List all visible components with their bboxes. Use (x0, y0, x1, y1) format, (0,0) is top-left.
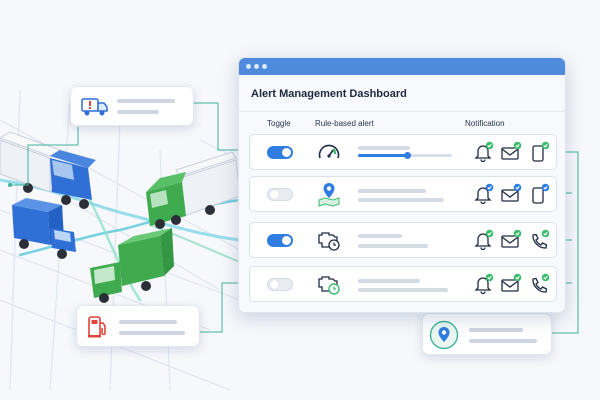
mail-icon[interactable] (500, 229, 522, 251)
placeholder-line (358, 146, 410, 150)
blue-semi-truck (0, 131, 96, 209)
alert-rule-row (249, 222, 557, 258)
smartphone-icon[interactable] (528, 141, 550, 163)
bell-icon[interactable] (472, 183, 494, 205)
alert-toggle[interactable] (267, 188, 293, 201)
slider-handle[interactable] (404, 152, 411, 159)
map-pin-icon (318, 183, 340, 207)
placeholder-line (119, 320, 177, 324)
placeholder-line (358, 234, 402, 238)
fuel-pump-icon (88, 316, 106, 338)
window-control-dot[interactable] (254, 64, 259, 69)
window-control-dot[interactable] (262, 64, 267, 69)
placeholder-line (358, 288, 448, 292)
column-header-notification: Notification (465, 119, 505, 128)
engine-schedule-icon (318, 276, 340, 295)
placeholder-line (117, 99, 175, 103)
alert-rule-row (249, 266, 557, 302)
phone-icon[interactable] (528, 229, 550, 251)
mail-icon[interactable] (500, 183, 522, 205)
placeholder-line (117, 110, 159, 114)
alert-rule-row (249, 176, 557, 212)
location-pin-icon (429, 320, 459, 350)
placeholder-line (469, 328, 523, 332)
smartphone-icon[interactable] (528, 183, 550, 205)
alert-dashboard-window: Alert Management Dashboard Toggle Rule-b… (238, 57, 566, 313)
location-alert-card[interactable] (422, 313, 552, 355)
column-header-toggle: Toggle (267, 119, 291, 128)
truck-alert-card[interactable] (70, 86, 194, 126)
column-header-rule: Rule-based alert (315, 119, 374, 128)
window-titlebar (239, 58, 565, 75)
fuel-alert-card[interactable] (76, 305, 200, 347)
alert-toggle[interactable] (267, 146, 293, 159)
page-title: Alert Management Dashboard (251, 88, 407, 100)
truck-alert-icon (81, 98, 108, 116)
threshold-slider[interactable] (358, 152, 452, 159)
engine-clock-icon (318, 232, 340, 251)
placeholder-line (358, 244, 428, 248)
alert-toggle[interactable] (267, 234, 293, 247)
blue-box-truck (12, 198, 76, 259)
mail-icon[interactable] (500, 141, 522, 163)
alert-rule-row (249, 134, 557, 170)
green-box-truck (90, 228, 174, 303)
speedometer-icon (318, 144, 340, 159)
placeholder-line (358, 279, 420, 283)
bell-icon[interactable] (472, 273, 494, 295)
bell-icon[interactable] (472, 141, 494, 163)
placeholder-line (358, 189, 426, 193)
mail-icon[interactable] (500, 273, 522, 295)
alert-toggle[interactable] (267, 278, 293, 291)
window-control-dot[interactable] (246, 64, 251, 69)
placeholder-line (469, 339, 537, 343)
divider (239, 111, 565, 112)
placeholder-line (358, 198, 444, 202)
slider-fill (358, 154, 406, 157)
placeholder-line (119, 331, 185, 335)
bell-icon[interactable] (472, 229, 494, 251)
phone-icon[interactable] (528, 273, 550, 295)
